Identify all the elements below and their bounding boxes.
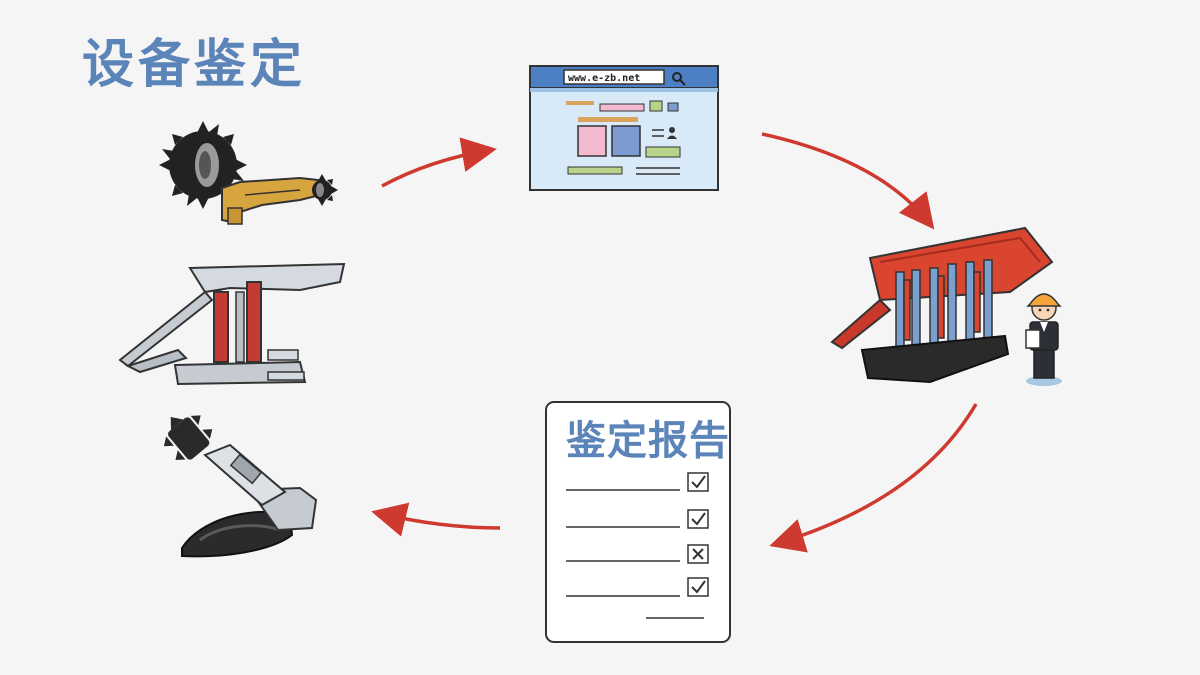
arrow-equipment-to-website [381,137,497,188]
checkbox-checked-icon [687,509,709,529]
inspector-person-icon [1025,293,1062,386]
browser-url: www.e-zb.net [568,73,640,84]
clipboard-icon [1025,329,1041,349]
website-browser-icon: www.e-zb.net [529,65,719,191]
shearer-drum-icon [159,121,338,225]
browser-address-bar [563,69,665,85]
hydraulic-support-grey-icon [118,262,346,386]
arrow-report-to-equipment [371,502,501,537]
search-icon [672,72,686,86]
arrow-website-to-appraisal [761,132,935,230]
page-title: 设备鉴定 [82,35,307,95]
checkbox-checked-icon [687,472,709,492]
roadheader-icon [163,415,318,558]
hard-hat-icon [1026,293,1062,307]
hydraulic-support-red-icon [830,226,1054,384]
checkbox-checked-icon [687,577,709,597]
checkbox-crossed-icon [687,544,709,564]
report-title: 鉴定报告 [566,418,730,464]
arrow-appraisal-to-report [769,403,978,553]
appraisal-report-document [545,401,731,643]
